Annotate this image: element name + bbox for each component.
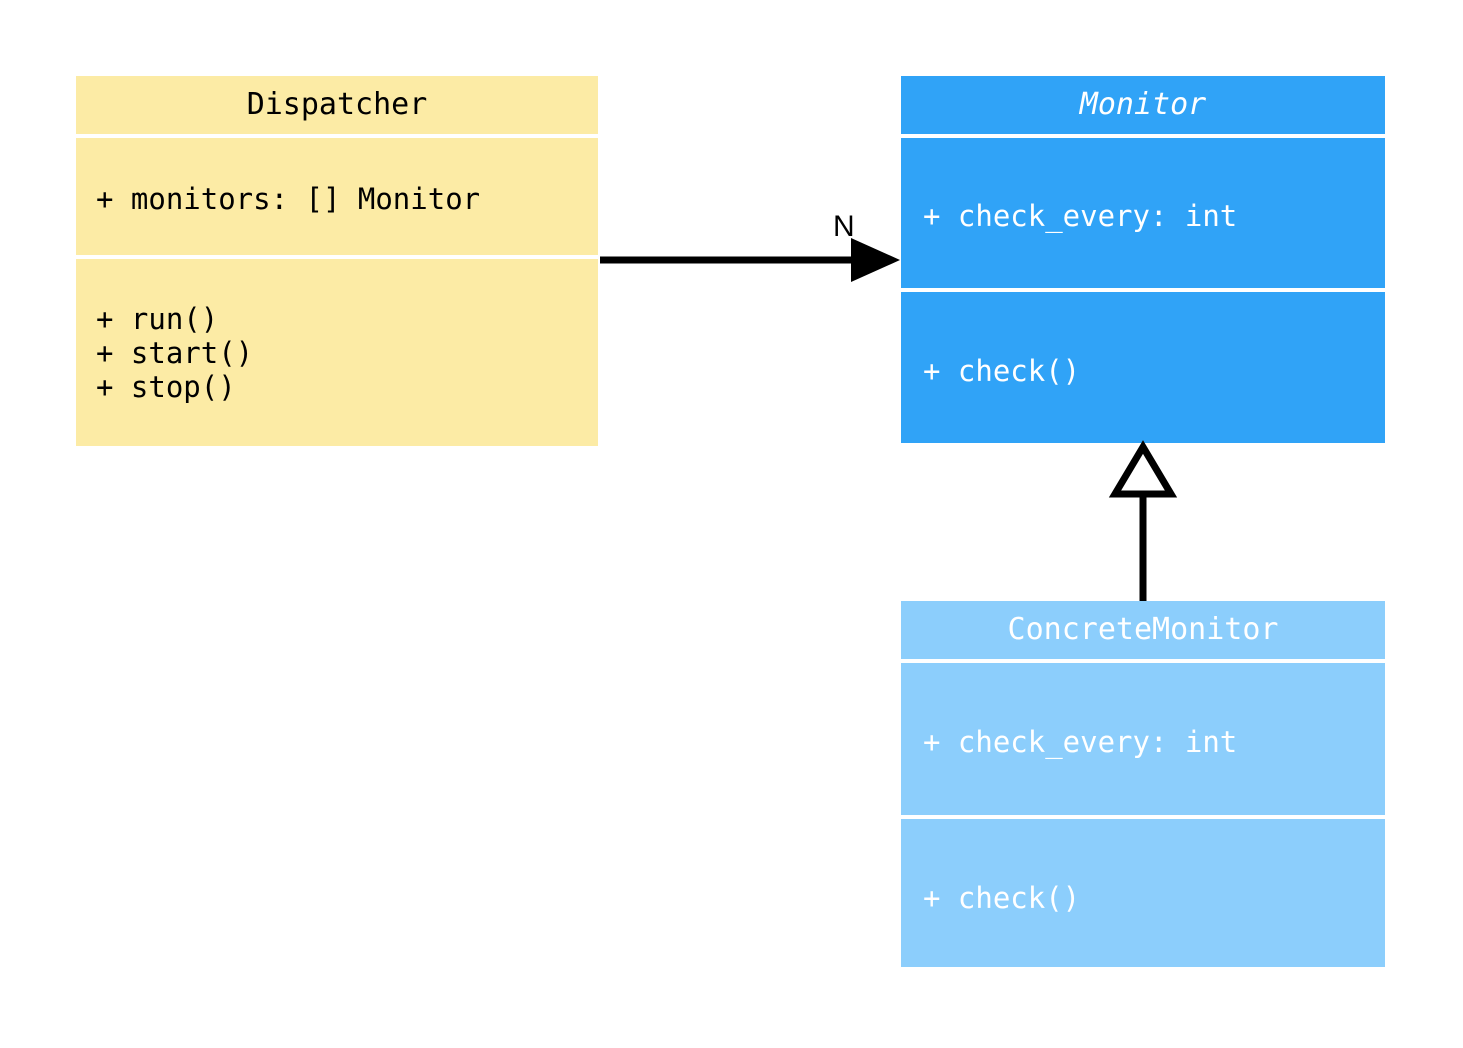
class-title-monitor: Monitor [901,76,1385,134]
association-dispatcher-to-monitor [600,238,900,282]
uml-class-dispatcher[interactable]: Dispatcher + monitors: [] Monitor + run(… [76,76,598,446]
method-item: + check() [923,881,1081,915]
class-name-label: Dispatcher [246,87,428,122]
attribute-item: + monitors: [] Monitor [96,182,481,216]
method-item: + run() [96,302,219,336]
hollow-triangle-arrowhead-icon [1108,440,1178,498]
class-attributes-concretemonitor: + check_every: int [901,663,1385,815]
generalization-concretemonitor-to-monitor [1108,440,1178,601]
class-methods-dispatcher: + run() + start() + stop() [76,259,598,446]
association-multiplicity-label: N [833,210,855,243]
attribute-item: + check_every: int [923,199,1238,233]
class-methods-concretemonitor: + check() [901,819,1385,967]
class-methods-monitor: + check() [901,292,1385,443]
method-item: + check() [923,354,1081,388]
class-attributes-monitor: + check_every: int [901,138,1385,288]
class-attributes-dispatcher: + monitors: [] Monitor [76,138,598,255]
class-name-label: Monitor [1079,87,1207,122]
method-item: + stop() [96,370,236,404]
solid-arrowhead-icon [851,238,900,282]
class-title-dispatcher: Dispatcher [76,76,598,134]
method-item: + start() [96,336,254,370]
uml-class-concretemonitor[interactable]: ConcreteMonitor + check_every: int + che… [901,601,1385,969]
uml-class-monitor[interactable]: Monitor + check_every: int + check() [901,76,1385,443]
class-name-label: ConcreteMonitor [1007,612,1279,647]
attribute-item: + check_every: int [923,725,1238,759]
class-title-concretemonitor: ConcreteMonitor [901,601,1385,659]
